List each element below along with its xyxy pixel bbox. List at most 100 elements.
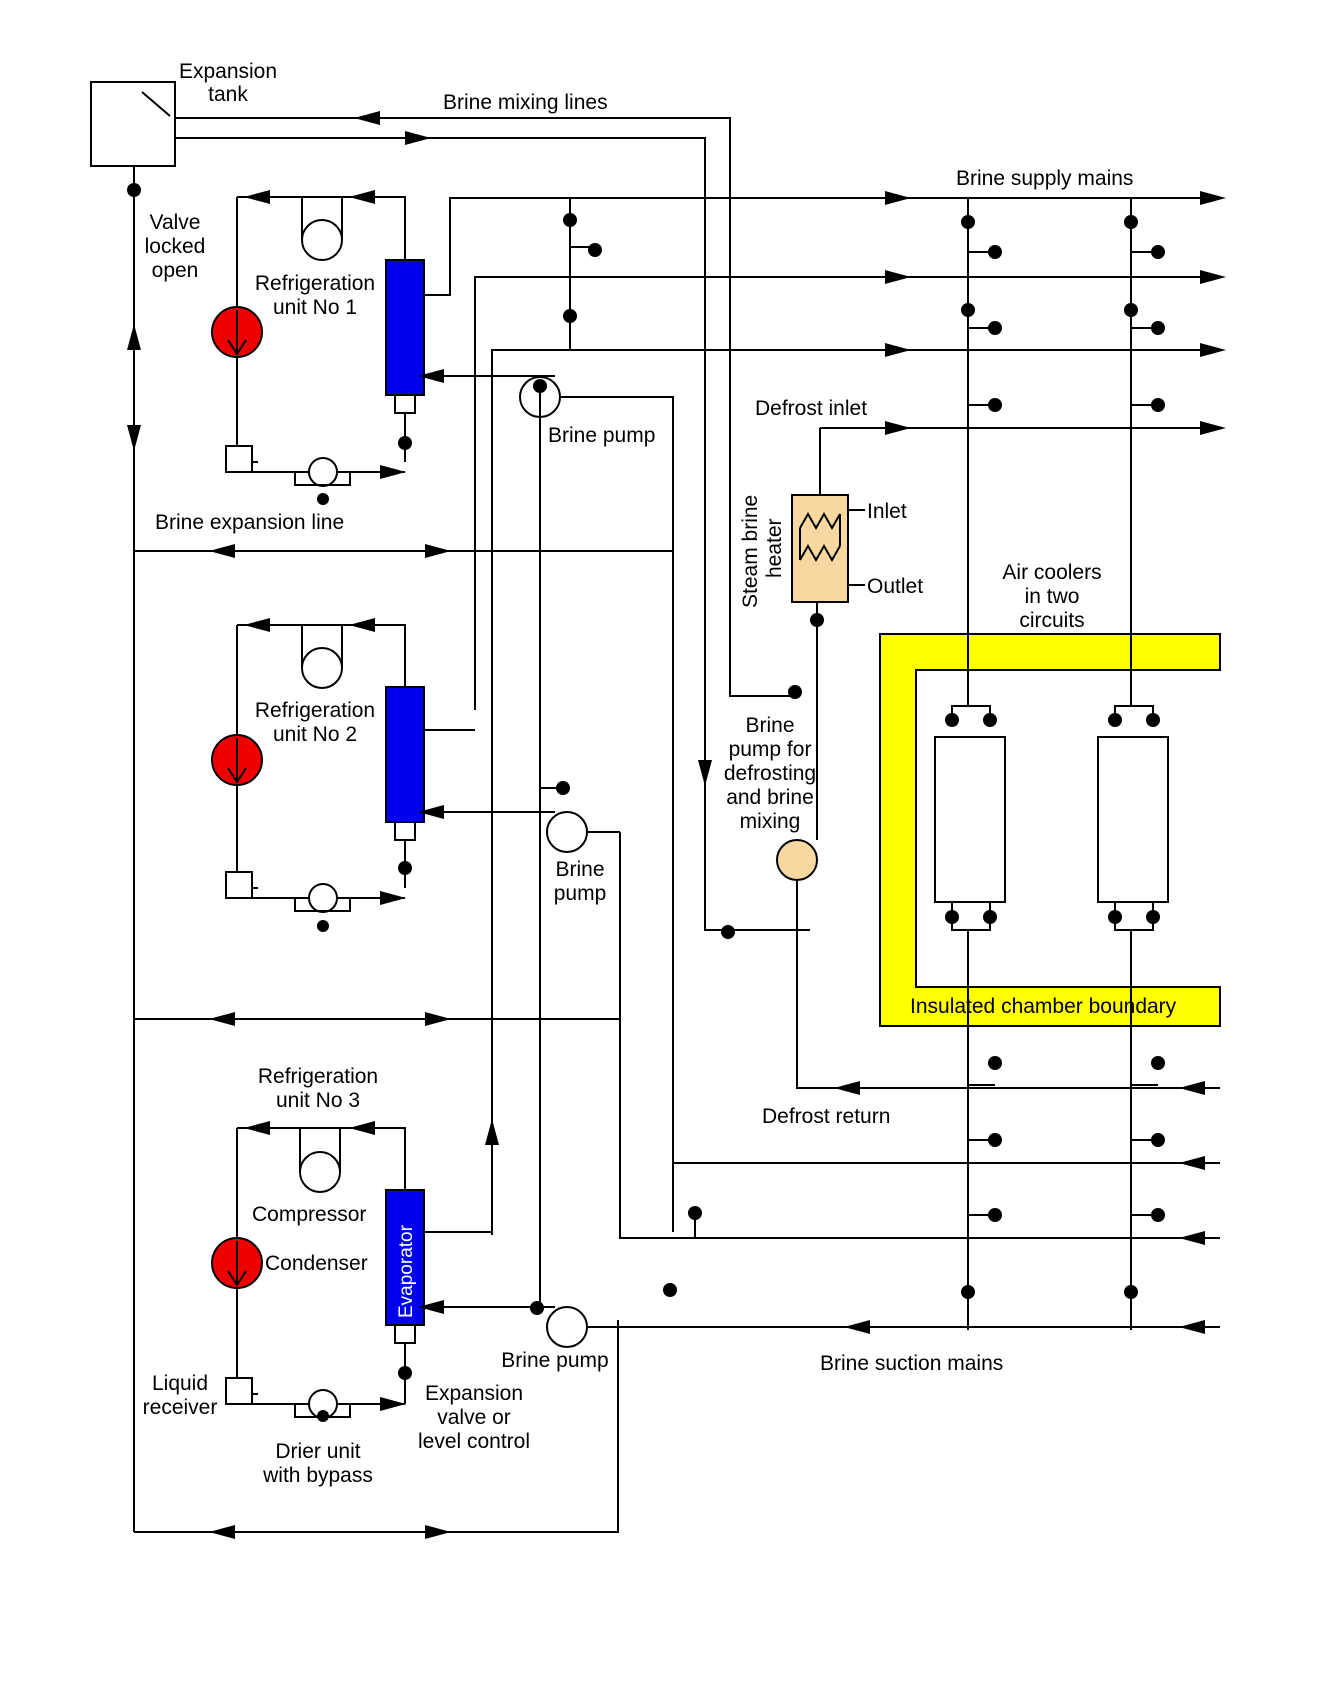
c2-rvalve-d	[1124, 1285, 1138, 1299]
brine-expansion-line-label: Brine expansion line	[155, 511, 344, 534]
refrigeration-unit-2: Refrigeration unit No 2 Brine pump	[211, 618, 620, 932]
defrost-return-line	[796, 880, 1220, 1089]
unit1-liquid-receiver	[225, 445, 253, 473]
supply-valve-1	[563, 213, 577, 227]
unit1-condenser-arrow	[227, 310, 247, 356]
unit3-evaporator	[385, 1189, 425, 1326]
supply-valve-3	[563, 309, 577, 323]
unit3-compressor-legs	[299, 1128, 341, 1172]
unit3-pump-valve	[530, 1301, 544, 1315]
unit1-compressor-legs	[301, 197, 343, 240]
brine-suction-mains-label: Brine suction mains	[820, 1352, 1003, 1375]
c2-rvalve-b	[1151, 1133, 1165, 1147]
cooler1-valve-3	[945, 910, 959, 924]
c1-valve-c	[961, 303, 975, 317]
expansion-tank-label-2: tank	[208, 83, 248, 106]
unit2-drier	[308, 883, 338, 913]
valve-locked-open	[127, 183, 141, 197]
supply-main-2	[474, 276, 1220, 710]
unit1-drier-bypass	[294, 472, 351, 486]
circuit2-return-stubs	[1131, 1084, 1158, 1216]
evaporator-label: Evaporator	[396, 1224, 417, 1318]
boundary-shape	[879, 633, 1221, 1027]
defrost-pump: Brine pump for defrosting and brine mixi…	[724, 714, 1220, 1128]
heater-coil	[799, 511, 841, 563]
c2-valve-b	[1151, 245, 1165, 259]
unit2-pump-valve	[556, 781, 570, 795]
unit1-drier-valve	[317, 493, 329, 505]
cooler2-valve-3	[1108, 910, 1122, 924]
refrigeration-unit-3: Evaporator Refrigeration unit No 3 Compr…	[143, 1065, 609, 1487]
defrost-pump-label-4: and brine	[726, 786, 814, 809]
brine-pump-2-label-2: pump	[554, 882, 607, 905]
tank-gauge-line	[141, 91, 171, 117]
c1-valve-b	[988, 245, 1002, 259]
defrost-pump-circle	[776, 839, 818, 881]
suction-main-2	[619, 832, 1220, 1239]
c2-rvalve-c	[1151, 1208, 1165, 1222]
supply-main-3	[491, 349, 1220, 1235]
cooler1-valve-4	[983, 910, 997, 924]
suction-valve-1	[688, 1206, 702, 1220]
defrost-pump-label-5: mixing	[740, 810, 801, 833]
brine-mixing-lines: Brine mixing lines	[175, 91, 810, 931]
air-coolers-label-1: Air coolers	[1002, 561, 1101, 584]
unit2-expansion-valve	[394, 821, 416, 841]
unit1-exp-valve-dot	[398, 436, 412, 450]
c1-valve-e	[988, 398, 1002, 412]
mixing-line-upper	[175, 117, 795, 697]
unit2-compressor-legs	[301, 625, 343, 668]
valve-locked-label-2: locked	[145, 235, 206, 258]
unit3-label-1: Refrigeration	[258, 1065, 378, 1088]
expansion-valve-label-3: level control	[418, 1430, 530, 1453]
brine-suction-mains: Brine suction mains	[588, 396, 1220, 1375]
cooler2-valve-4	[1146, 910, 1160, 924]
unit2-compressor	[301, 647, 343, 689]
c1-rvalve-a	[988, 1056, 1002, 1070]
unit2-label-2: unit No 2	[273, 723, 357, 746]
unit2-liquid-receiver	[225, 871, 253, 899]
heater-outlet-valve	[810, 613, 824, 627]
expansion-vertical-line: Valve locked open	[127, 166, 205, 1532]
valve-locked-label-1: Valve	[150, 211, 201, 234]
c1-valve-a	[961, 215, 975, 229]
unit3-label-2: unit No 3	[276, 1089, 360, 1112]
cooler1-valve-2	[983, 713, 997, 727]
air-coolers: Air coolers in two circuits	[934, 561, 1169, 931]
unit2-drier-bypass	[294, 898, 351, 912]
cooler2-valve-2	[1146, 713, 1160, 727]
mixing-lower-valve	[721, 925, 735, 939]
unit2-condenser-arrow	[227, 738, 247, 784]
expansion-line-3	[134, 1320, 619, 1533]
defrost-return-label: Defrost return	[762, 1105, 890, 1128]
air-coolers-label-3: circuits	[1019, 609, 1084, 632]
brine-pump-2-label-1: Brine	[555, 858, 604, 881]
defrost-inlet-label: Defrost inlet	[755, 397, 867, 420]
supply-valve-2	[588, 243, 602, 257]
unit3-drier-valve	[317, 1410, 329, 1422]
compressor-label: Compressor	[252, 1203, 366, 1226]
liquid-receiver-label-1: Liquid	[152, 1372, 208, 1395]
unit2-brine-pump	[546, 811, 588, 853]
c1-rvalve-c	[988, 1208, 1002, 1222]
steam-brine-heater-label-1: Steam brine	[739, 495, 762, 608]
c1-valve-d	[988, 321, 1002, 335]
unit2-label-1: Refrigeration	[255, 699, 375, 722]
defrost-pump-label-2: pump for	[729, 738, 812, 761]
drier-unit-label-2: with bypass	[262, 1464, 373, 1487]
unit1-label-2: unit No 1	[273, 296, 357, 319]
unit1-label-1: Refrigeration	[255, 272, 375, 295]
defrost-pump-label-3: defrosting	[724, 762, 816, 785]
air-cooler-2	[1097, 705, 1169, 931]
cooler1-valve-1	[945, 713, 959, 727]
unit1-compressor	[301, 219, 343, 261]
heater-box	[791, 494, 849, 603]
brine-mixing-lines-label: Brine mixing lines	[443, 91, 608, 114]
c2-valve-d	[1151, 321, 1165, 335]
unit1-drier	[308, 457, 338, 487]
heater-outlet-label: Outlet	[867, 575, 923, 598]
condenser-label: Condenser	[265, 1252, 368, 1275]
unit1-evaporator	[385, 259, 425, 396]
unit2-evaporator	[385, 686, 425, 823]
